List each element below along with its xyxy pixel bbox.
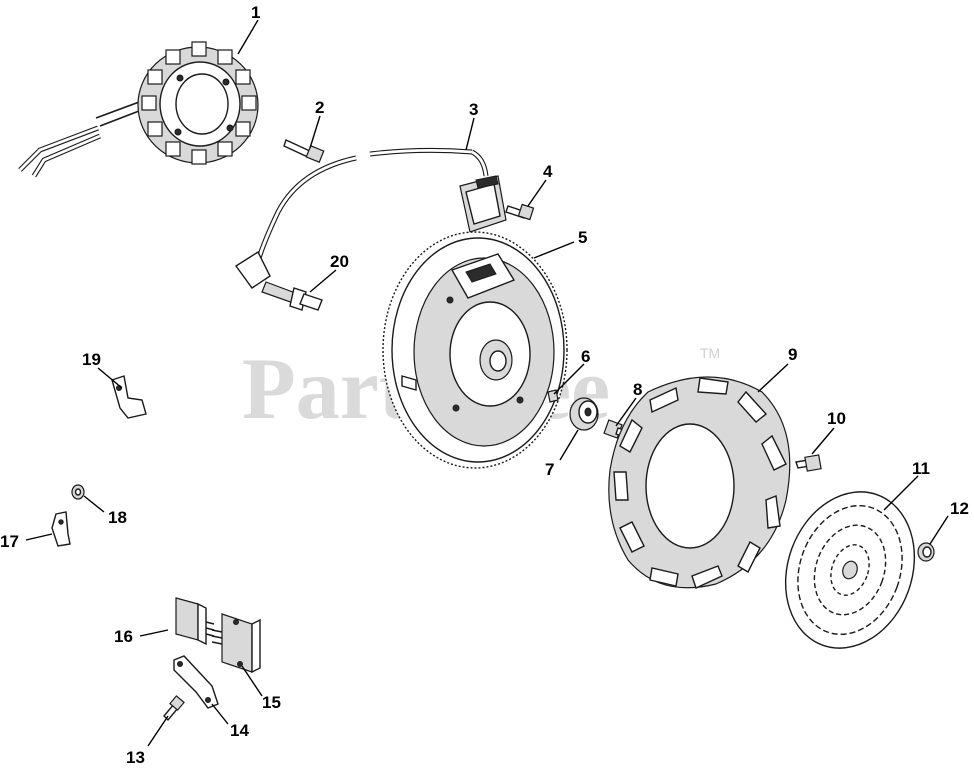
callout-5: 5	[578, 228, 587, 247]
callout-12: 12	[950, 499, 969, 518]
part-1-stator[interactable]	[18, 41, 259, 178]
part-15-regulator[interactable]	[211, 613, 261, 674]
part-5-flywheel[interactable]	[382, 231, 568, 469]
callout-3: 3	[469, 100, 478, 119]
part-7-washer[interactable]	[569, 397, 599, 431]
callout-7: 7	[545, 460, 554, 479]
callout-9: 9	[788, 345, 797, 364]
callout-4: 4	[543, 162, 553, 181]
callout-8: 8	[633, 380, 642, 399]
callout-16: 16	[114, 627, 133, 646]
callout-13: 13	[126, 748, 145, 767]
callout-15: 15	[262, 693, 281, 712]
callout-19: 19	[82, 350, 101, 369]
callout-numbers: 1 2 3 4 5 6 7 8 9 10 11 12 13 14 15 16 1…	[0, 3, 969, 767]
callout-2: 2	[315, 98, 324, 117]
callout-11: 11	[912, 459, 930, 478]
part-12-nut[interactable]	[917, 542, 935, 562]
part-4-screw[interactable]	[505, 203, 535, 221]
callout-14: 14	[230, 721, 249, 740]
part-17-bracket[interactable]	[51, 511, 71, 547]
callout-10: 10	[827, 409, 846, 428]
part-11-grille-screen[interactable]	[764, 474, 935, 667]
part-2-screw[interactable]	[283, 139, 325, 163]
part-18-washer[interactable]	[71, 484, 85, 500]
callout-20: 20	[330, 252, 349, 271]
part-19-clamp[interactable]	[111, 375, 147, 419]
part-3-ignition-module[interactable]	[234, 147, 507, 289]
part-10-screw[interactable]	[795, 454, 822, 472]
callout-6: 6	[581, 347, 590, 366]
callout-17: 17	[0, 532, 19, 551]
callout-18: 18	[108, 508, 127, 527]
leader-lines	[25, 19, 949, 747]
part-20-spark-plug[interactable]	[261, 281, 323, 311]
watermark-trademark: TM	[700, 345, 720, 361]
callout-1: 1	[251, 3, 260, 22]
part-9-fan[interactable]	[608, 376, 791, 589]
part-16-rectifier[interactable]	[175, 597, 215, 646]
